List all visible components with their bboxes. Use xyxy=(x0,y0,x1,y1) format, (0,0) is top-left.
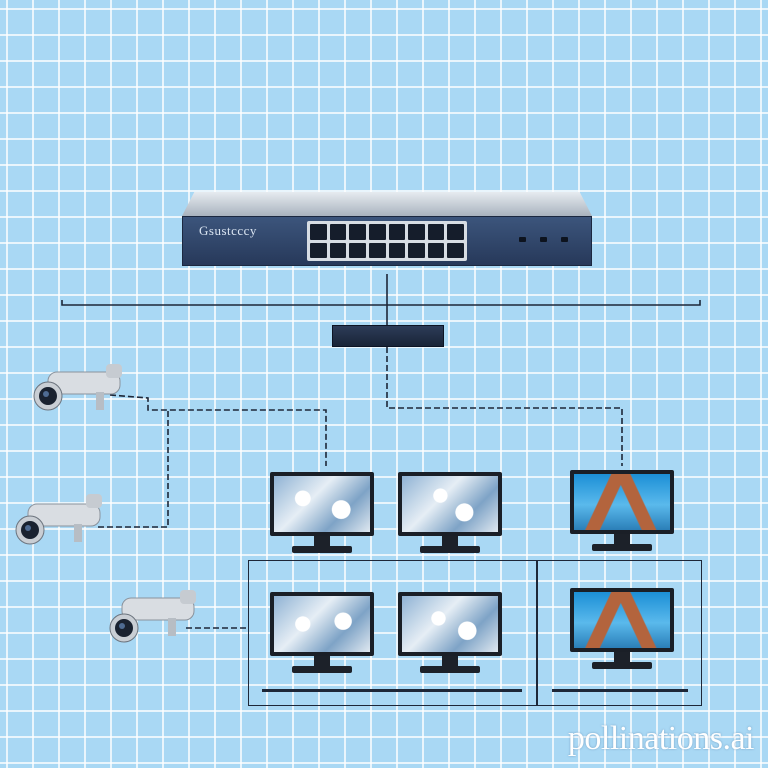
switch-port xyxy=(310,224,327,240)
status-led xyxy=(519,237,526,242)
switch-port xyxy=(329,224,347,240)
mini-switch-icon xyxy=(332,325,444,347)
switch-port xyxy=(427,242,445,258)
rack-shelf xyxy=(552,689,688,692)
switch-port xyxy=(388,242,406,258)
rack-shelf xyxy=(262,689,522,692)
monitor-icon xyxy=(398,592,502,676)
switch-port xyxy=(408,224,425,240)
backbone-bus-line xyxy=(61,300,701,306)
switch-port xyxy=(427,224,445,240)
switch-port xyxy=(329,242,347,258)
monitor-rack-frame xyxy=(536,560,702,706)
watermark-text: pollinations.ai xyxy=(567,720,755,757)
monitor-rack-frame xyxy=(248,560,538,706)
switch-status-leds xyxy=(519,237,568,242)
cctv-camera-icon xyxy=(104,588,204,654)
camera-2-line xyxy=(98,410,169,528)
switch-port xyxy=(368,242,386,258)
monitor-icon xyxy=(570,470,674,554)
switch-top-panel xyxy=(182,192,592,216)
monitor-icon xyxy=(270,592,374,676)
switch-port xyxy=(349,242,366,258)
network-switch-icon: Gsustcccy xyxy=(182,192,592,274)
switch-front-panel: Gsustcccy xyxy=(182,216,592,266)
monitor-icon xyxy=(398,472,502,556)
cctv-camera-icon xyxy=(10,490,110,556)
status-led xyxy=(540,237,547,242)
monitor-icon xyxy=(570,588,674,672)
switch-brand-label: Gsustcccy xyxy=(199,223,257,238)
monitor-icon xyxy=(270,472,374,556)
camera-1-line xyxy=(109,394,327,466)
switch-port xyxy=(408,242,425,258)
switch-port-array xyxy=(307,221,467,261)
mini-switch-to-monitor-line xyxy=(386,347,623,466)
status-led xyxy=(561,237,568,242)
switch-port xyxy=(310,242,327,258)
switch-port xyxy=(388,224,406,240)
switch-port xyxy=(447,224,464,240)
switch-port xyxy=(349,224,366,240)
switch-port xyxy=(447,242,464,258)
cctv-camera-icon xyxy=(30,360,130,426)
switch-port xyxy=(368,224,386,240)
